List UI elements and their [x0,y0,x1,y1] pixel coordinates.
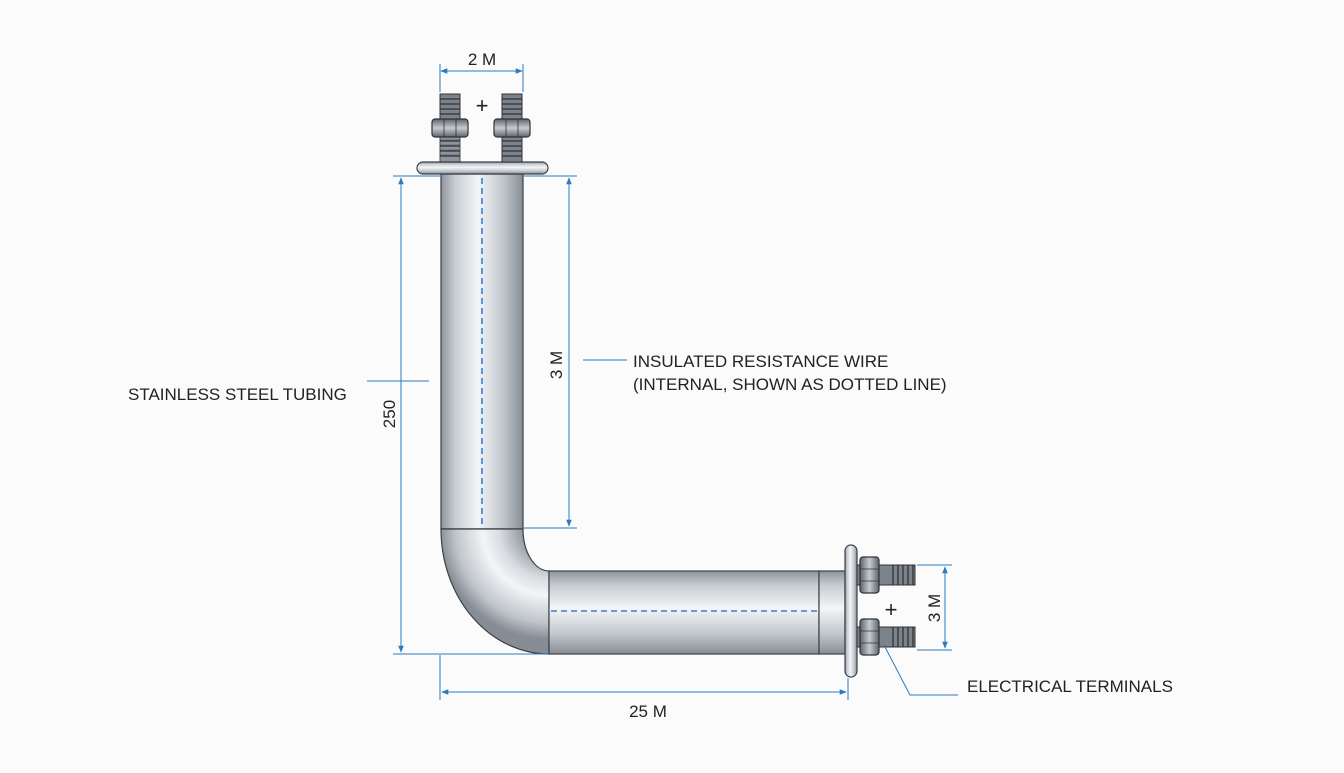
top-left-nut [431,118,469,138]
dim-straight-label: 3 M [547,351,566,379]
top-flange [416,161,549,175]
label-insulated-wire-line2: (INTERNAL, SHOWN AS DOTTED LINE) [633,375,947,394]
dim-side-spacing-label: 3 M [925,594,944,622]
tube-end-collar [818,570,846,655]
dim-height-label: 250 [380,400,399,428]
top-right-nut [493,118,531,138]
dimensions [367,64,958,700]
side-lower-nut [859,618,880,656]
top-polarity-symbol: + [476,93,489,118]
dim-width-label: 25 M [629,702,667,721]
top-terminal-assembly: + [416,93,549,175]
stainless-steel-tube [440,173,846,655]
label-insulated-wire-line1: INSULATED RESISTANCE WIRE [633,352,888,371]
leader-terminals [883,644,958,696]
side-terminal-assembly: + [844,544,916,678]
side-polarity-symbol: + [885,597,898,622]
label-stainless-steel-tubing: STAINLESS STEEL TUBING [128,385,347,404]
horizontal-tube-section [548,570,820,655]
dim-top-spacing-label: 2 M [468,50,496,69]
side-flange [844,544,858,678]
label-electrical-terminals: ELECTRICAL TERMINALS [967,677,1173,696]
tube-elbow [440,528,550,655]
side-upper-nut [859,556,880,594]
